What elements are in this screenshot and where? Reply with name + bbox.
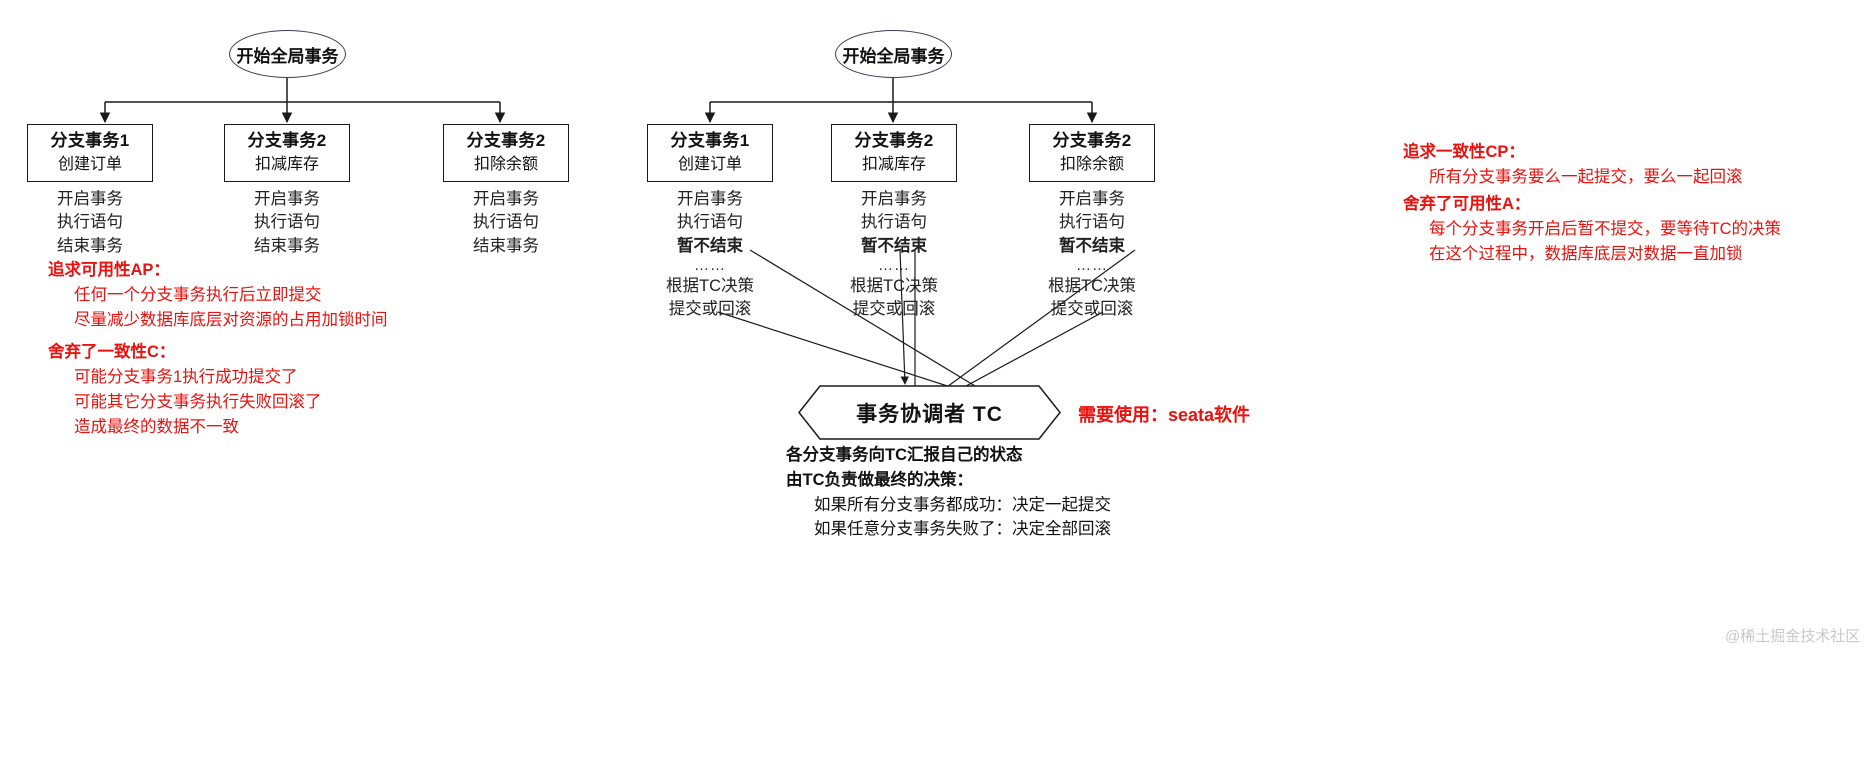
note-heading: 追求一致性CP： [1403,143,1525,161]
step-line-dots: …… [1076,257,1108,275]
coordinator-desc-line: 如果任意分支事务失败了：决定全部回滚 [814,520,1111,539]
coordinator-red-note-text: 需要使用：seata软件 [1078,405,1251,425]
left-branch-box-2: 分支事务2 扣减库存 [224,124,350,182]
left-root-label: 开始全局事务 [236,46,339,66]
watermark: @稀土掘金技术社区 [1725,625,1860,646]
right-branch-box-2: 分支事务2 扣减库存 [831,124,957,182]
left-branch-steps-3: 开启事务 执行语句 结束事务 [443,188,569,258]
note-line: 所有分支事务要么一起提交，要么一起回滚 [1429,168,1743,187]
left-branch-title-2: 分支事务2 [247,131,327,151]
left-branch-title-3: 分支事务2 [466,131,546,151]
step-line: 执行语句 [1059,213,1125,232]
hexagon-shape [798,385,1061,440]
note-line: 在这个过程中，数据库底层对数据一直加锁 [1429,245,1743,264]
step-line: 执行语句 [57,213,123,232]
coordinator-description: 各分支事务向TC汇报自己的状态 由TC负责做最终的决策： 如果所有分支事务都成功… [786,443,1111,542]
right-branch-title-2: 分支事务2 [854,131,934,151]
step-line: 开启事务 [473,190,539,208]
step-line: 执行语句 [861,213,927,232]
right-branch-subtitle-2: 扣减库存 [861,156,926,174]
step-line: 提交或回滚 [1050,300,1134,319]
step-line: 执行语句 [254,213,320,232]
right-branch-steps-3: 开启事务 执行语句 暂不结束 …… 根据TC决策 提交或回滚 [1029,188,1155,322]
coordinator-label: 事务协调者 TC [856,402,1003,426]
step-line: 执行语句 [677,213,743,232]
right-root-label: 开始全局事务 [842,46,945,66]
note-line: 造成最终的数据不一致 [74,418,239,437]
step-line: 开启事务 [861,190,927,208]
step-line: 开启事务 [57,190,123,208]
left-branch-box-1: 分支事务1 创建订单 [27,124,153,182]
left-branch-steps-1: 开启事务 执行语句 结束事务 [27,188,153,258]
step-line: 开启事务 [254,190,320,208]
step-line: 执行语句 [473,213,539,232]
note-line: 尽量减少数据库底层对资源的占用加锁时间 [74,311,388,330]
coordinator-desc-line: 由TC负责做最终的决策： [786,470,973,489]
left-branch-box-3: 分支事务2 扣除余额 [443,124,569,182]
right-branch-box-1: 分支事务1 创建订单 [647,124,773,182]
note-heading: 追求可用性AP： [48,261,170,279]
step-line-strong: 暂不结束 [677,236,743,255]
note-heading: 舍弃了可用性A： [1403,195,1531,213]
note-line: 可能分支事务1执行成功提交了 [74,368,298,387]
step-line-dots: …… [878,257,910,275]
step-line: 结束事务 [57,236,123,255]
right-branch-box-3: 分支事务2 扣除余额 [1029,124,1155,182]
step-line-strong: 暂不结束 [861,236,927,255]
left-branch-title-1: 分支事务1 [50,131,130,151]
left-note-c: 舍弃了一致性C： 可能分支事务1执行成功提交了 可能其它分支事务执行失败回滚了 … [48,340,322,440]
watermark-text: @稀土掘金技术社区 [1725,628,1861,645]
right-note-cp: 追求一致性CP： 所有分支事务要么一起提交，要么一起回滚 [1403,140,1743,190]
left-branch-steps-2: 开启事务 执行语句 结束事务 [224,188,350,258]
left-root-node: 开始全局事务 [229,30,346,78]
transaction-coordinator-node: 事务协调者 TC [798,385,1061,440]
left-branch-subtitle-1: 创建订单 [57,156,122,174]
right-branch-steps-2: 开启事务 执行语句 暂不结束 …… 根据TC决策 提交或回滚 [831,188,957,322]
coordinator-red-note: 需要使用：seata软件 [1078,401,1250,427]
right-branch-title-3: 分支事务2 [1052,131,1132,151]
step-line-dots: …… [694,257,726,275]
step-line: 开启事务 [1059,190,1125,208]
step-line: 开启事务 [677,190,743,208]
note-line: 可能其它分支事务执行失败回滚了 [74,393,322,412]
left-branch-subtitle-2: 扣减库存 [254,156,319,174]
step-line: 根据TC决策 [850,276,938,295]
step-line: 提交或回滚 [668,300,752,319]
step-line: 根据TC决策 [666,276,754,295]
right-branch-title-1: 分支事务1 [670,131,750,151]
right-branch-subtitle-1: 创建订单 [677,156,742,174]
note-line: 每个分支事务开启后暂不提交，要等待TC的决策 [1429,220,1781,239]
step-line-strong: 暂不结束 [1059,236,1125,255]
left-branch-subtitle-3: 扣除余额 [473,156,538,174]
right-root-node: 开始全局事务 [835,30,952,78]
left-note-ap: 追求可用性AP： 任何一个分支事务执行后立即提交 尽量减少数据库底层对资源的占用… [48,258,388,333]
coordinator-desc-line: 如果所有分支事务都成功：决定一起提交 [814,495,1111,514]
step-line: 结束事务 [473,236,539,255]
step-line: 根据TC决策 [1048,276,1136,295]
note-line: 任何一个分支事务执行后立即提交 [74,286,322,305]
right-note-a: 舍弃了可用性A： 每个分支事务开启后暂不提交，要等待TC的决策 在这个过程中，数… [1403,192,1781,267]
right-branch-subtitle-3: 扣除余额 [1059,156,1124,174]
right-branch-steps-1: 开启事务 执行语句 暂不结束 …… 根据TC决策 提交或回滚 [647,188,773,322]
note-heading: 舍弃了一致性C： [48,343,176,361]
coordinator-desc-line: 各分支事务向TC汇报自己的状态 [786,446,1023,464]
step-line: 结束事务 [254,236,320,255]
step-line: 提交或回滚 [852,300,936,319]
